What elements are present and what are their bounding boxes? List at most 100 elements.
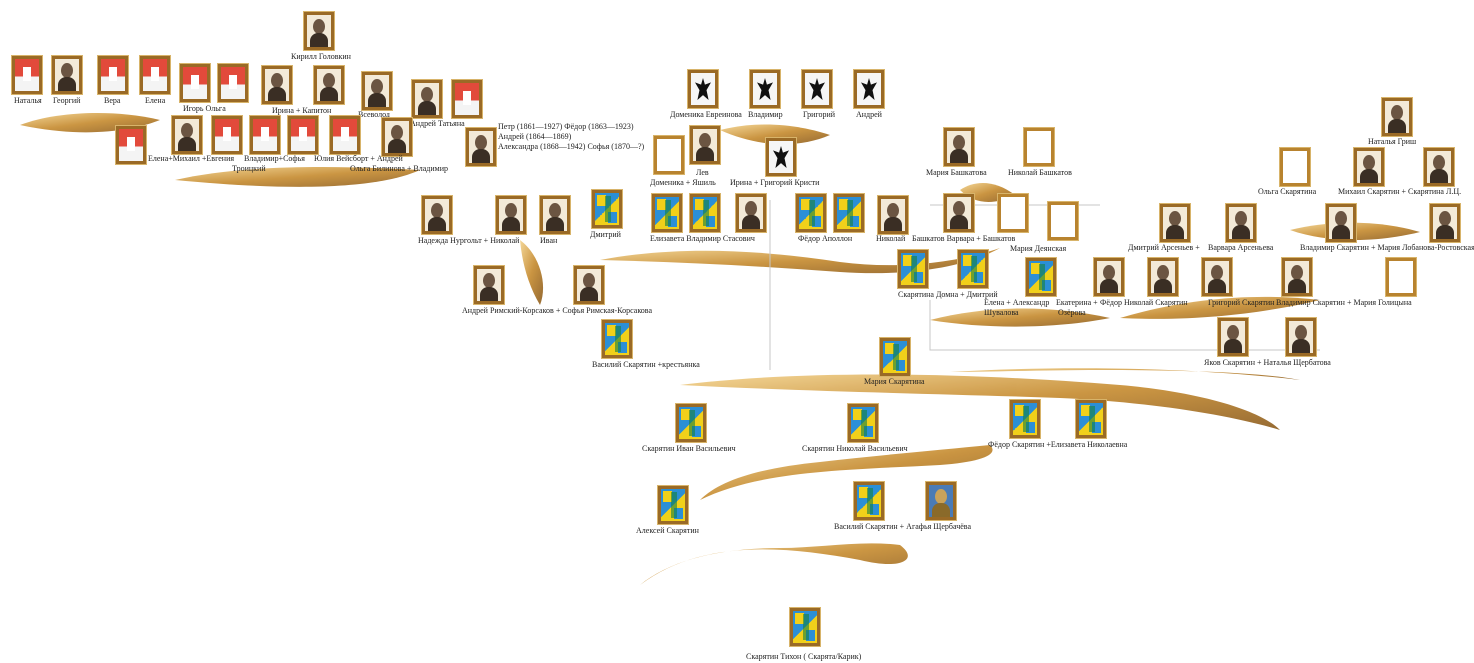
city-arms-icon [218,64,248,102]
person-label: Григорий Скарятин [1208,298,1274,307]
empty-frame [1280,148,1310,186]
coat-of-arms-icon [898,250,928,288]
person-label: Василий Скарятин +крестьянка [592,360,700,369]
person-label: Скарятин Тихон ( Скарята/Карик) [746,652,861,661]
person-label: Надежда Нургольт + Николай [418,236,519,245]
city-arms-icon [330,116,360,154]
city-arms-icon [140,56,170,94]
portrait-frame [496,196,526,234]
ornament-branch [680,374,1280,430]
portrait-frame [690,126,720,164]
person-label: Кирилл Головкин [291,52,351,61]
person-label: Владимир Скарятин + Мария Голицына [1276,298,1412,307]
eagle-crest-icon [854,70,884,108]
person-label: Фёдор Аполлон [798,234,852,243]
person-label: Иван [540,236,557,245]
city-arms-icon [180,64,210,102]
portrait-frame [1094,258,1124,296]
empty-frame [654,136,684,174]
city-arms-icon [250,116,280,154]
person-label: Алексей Скарятин [636,526,699,535]
coat-of-arms-icon [1076,400,1106,438]
person-label: Игорь Ольга [183,104,226,113]
coat-of-arms-icon [1026,258,1056,296]
person-label: Елена + Александр [984,298,1049,307]
person-label: Андрей Римский-Корсаков + Софья Римская-… [462,306,652,315]
children-note-line: Петр (1861—1927) Фёдор (1863—1923) [498,122,644,132]
person-label: Ольга Скарятина [1258,187,1316,196]
coat-of-arms-icon [796,194,826,232]
coat-of-arms-icon [958,250,988,288]
ornament-branch [640,543,908,585]
coat-of-arms-icon [602,320,632,358]
person-label: Василий Скарятин + Агафья Щербачёва [834,522,971,531]
coat-of-arms-icon [834,194,864,232]
city-arms-icon [12,56,42,94]
portrait-frame [944,194,974,232]
portrait-frame [1202,258,1232,296]
empty-frame [1024,128,1054,166]
person-label: Башкатов Варвара + Башкатов [912,234,1015,243]
city-arms-icon [212,116,242,154]
portrait-frame [474,266,504,304]
coat-of-arms-icon [592,190,622,228]
portrait-frame [1326,204,1356,242]
person-label: Ирина + Капитон [272,106,331,115]
ornament-branch [600,248,1000,273]
person-label: Мария Скарятина [864,377,925,386]
portrait-frame [878,196,908,234]
coat-of-arms-icon [790,608,820,646]
portrait-frame [412,80,442,118]
portrait-frame [1430,204,1460,242]
person-label: Вера [104,96,120,105]
portrait-frame [172,116,202,154]
portrait-frame [314,66,344,104]
person-label: Елена+Михаил +Евгения [148,154,234,163]
portrait-frame [540,196,570,234]
coat-of-arms-icon [1010,400,1040,438]
portrait-frame [574,266,604,304]
person-label: Доменика + Яшиль [650,178,716,187]
portrait-frame [1286,318,1316,356]
portrait-frame [304,12,334,50]
person-label: Доменика Евреинова [670,110,742,119]
city-arms-icon [288,116,318,154]
empty-frame [998,194,1028,232]
portrait-frame [736,194,766,232]
portrait-frame [944,128,974,166]
eagle-crest-icon [802,70,832,108]
portrait-frame [1218,318,1248,356]
person-label: Михаил Скарятин + Скарятина Л.Ц. [1338,187,1461,196]
eagle-crest-icon [750,70,780,108]
empty-frame [1386,258,1416,296]
city-arms-icon [98,56,128,94]
person-label: Озёрова [1058,308,1086,317]
portrait-frame [1148,258,1178,296]
person-label: Варвара Арсеньева [1208,243,1273,252]
person-label: Юлия Вейсборт + Андрей [314,154,403,163]
person-label: Георгий [53,96,80,105]
person-label: Скарятин Николай Васильевич [802,444,908,453]
person-label: Скарятин Иван Васильевич [642,444,736,453]
city-arms-icon [452,80,482,118]
portrait-frame [1382,98,1412,136]
person-label: Фёдор Николай Скарятин [1100,298,1188,307]
empty-frame [1048,202,1078,240]
person-label: Николай Башкатов [1008,168,1072,177]
person-label: Владимир+Софья [244,154,305,163]
children-note-line: Александра (1868—1942) Софья (1870—?) [498,142,644,152]
person-label: Владимир [748,110,783,119]
ornament-branch [520,240,543,305]
portrait-frame [1424,148,1454,186]
portrait-frame [362,72,392,110]
portrait-frame [1354,148,1384,186]
portrait-frame [926,482,956,520]
person-label: Скарятина Домна + Дмитрий [898,290,998,299]
person-label: Андрей Татьяна [410,119,465,128]
person-label: Елизавета Владимир Стасович [650,234,755,243]
person-label: Лев [696,168,709,177]
coat-of-arms-icon [848,404,878,442]
person-label: Мария Деянская [1010,244,1066,253]
person-label: Фёдор Скарятин +Елизавета Николаевна [988,440,1127,449]
